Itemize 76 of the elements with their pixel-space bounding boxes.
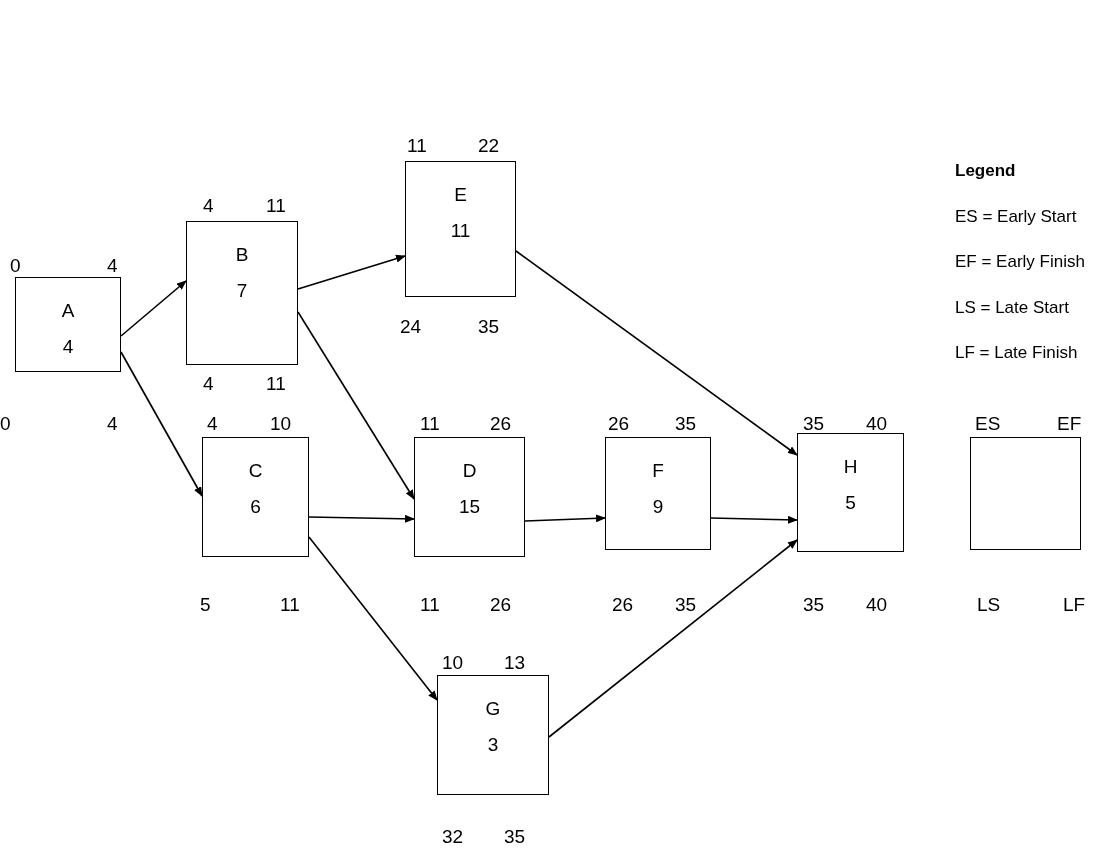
time-value: 11 [266,373,286,395]
arrow [548,539,798,738]
duration-value: 7 [236,280,248,302]
time-value: 11 [420,594,440,616]
time-value: 11 [280,594,300,616]
duration-value: 11 [450,220,471,242]
time-value: 0 [0,413,11,435]
arrow [524,514,606,523]
duration-value: 4 [62,336,74,358]
time-value: 5 [200,594,211,616]
activity-box [202,437,309,557]
time-value: 40 [866,413,888,435]
activity-label: D [462,460,477,482]
time-value: 4 [107,413,118,435]
arrow [297,254,406,290]
arrow [120,280,187,337]
activity-box [15,277,121,372]
time-value: 26 [490,413,512,435]
activity-label: F [652,460,664,482]
legend-key: ES [975,413,1001,435]
legend-entry: LF = Late Finish [955,342,1078,364]
duration-value: 3 [487,734,499,756]
time-value: 4 [203,195,214,217]
time-value: 35 [478,316,500,338]
time-value: 0 [10,255,21,277]
time-value: 35 [675,594,697,616]
duration-value: 5 [845,492,856,514]
activity-box [797,433,904,552]
time-value: 35 [803,413,825,435]
arrow [297,311,415,500]
time-value: 11 [420,413,440,435]
legend-entry: EF = Early Finish [955,251,1085,273]
activity-label: E [454,184,467,206]
legend-box [970,437,1081,550]
activity-box [437,675,549,795]
activity-box [186,221,298,365]
time-value: 35 [803,594,825,616]
activity-label: B [235,244,249,266]
arrow [308,536,438,701]
duration-value: 15 [458,496,481,518]
time-value: 22 [478,135,500,157]
duration-value: 9 [652,496,664,518]
activity-label: H [843,456,858,478]
time-value: 26 [612,594,634,616]
activity-label: A [61,300,75,322]
time-value: 10 [270,413,292,435]
time-value: 40 [866,594,888,616]
legend-entry: ES = Early Start [955,206,1077,228]
time-value: 35 [675,413,697,435]
legend-entry: LS = Late Start [955,297,1069,319]
duration-value: 6 [250,496,261,518]
legend-key: LS [977,594,1001,616]
activity-label: C [248,460,263,482]
time-value: 24 [400,316,422,338]
activity-box [605,437,711,550]
activity-box [414,437,525,557]
legend-heading: Legend [955,160,1016,182]
legend-key: EF [1057,413,1082,435]
time-value: 11 [407,135,427,157]
time-value: 35 [504,826,526,848]
arrow [308,514,415,523]
activity-label: G [485,698,501,720]
time-value: 10 [442,652,464,674]
arrow [710,515,798,524]
time-value: 4 [107,255,118,277]
arrow [515,250,798,456]
time-value: 32 [442,826,464,848]
time-value: 13 [504,652,526,674]
activity-box [405,161,516,297]
legend-key: LF [1063,594,1086,616]
time-value: 4 [207,413,218,435]
arrow [120,351,203,497]
time-value: 26 [608,413,630,435]
time-value: 26 [490,594,512,616]
time-value: 11 [266,195,286,217]
time-value: 4 [203,373,214,395]
